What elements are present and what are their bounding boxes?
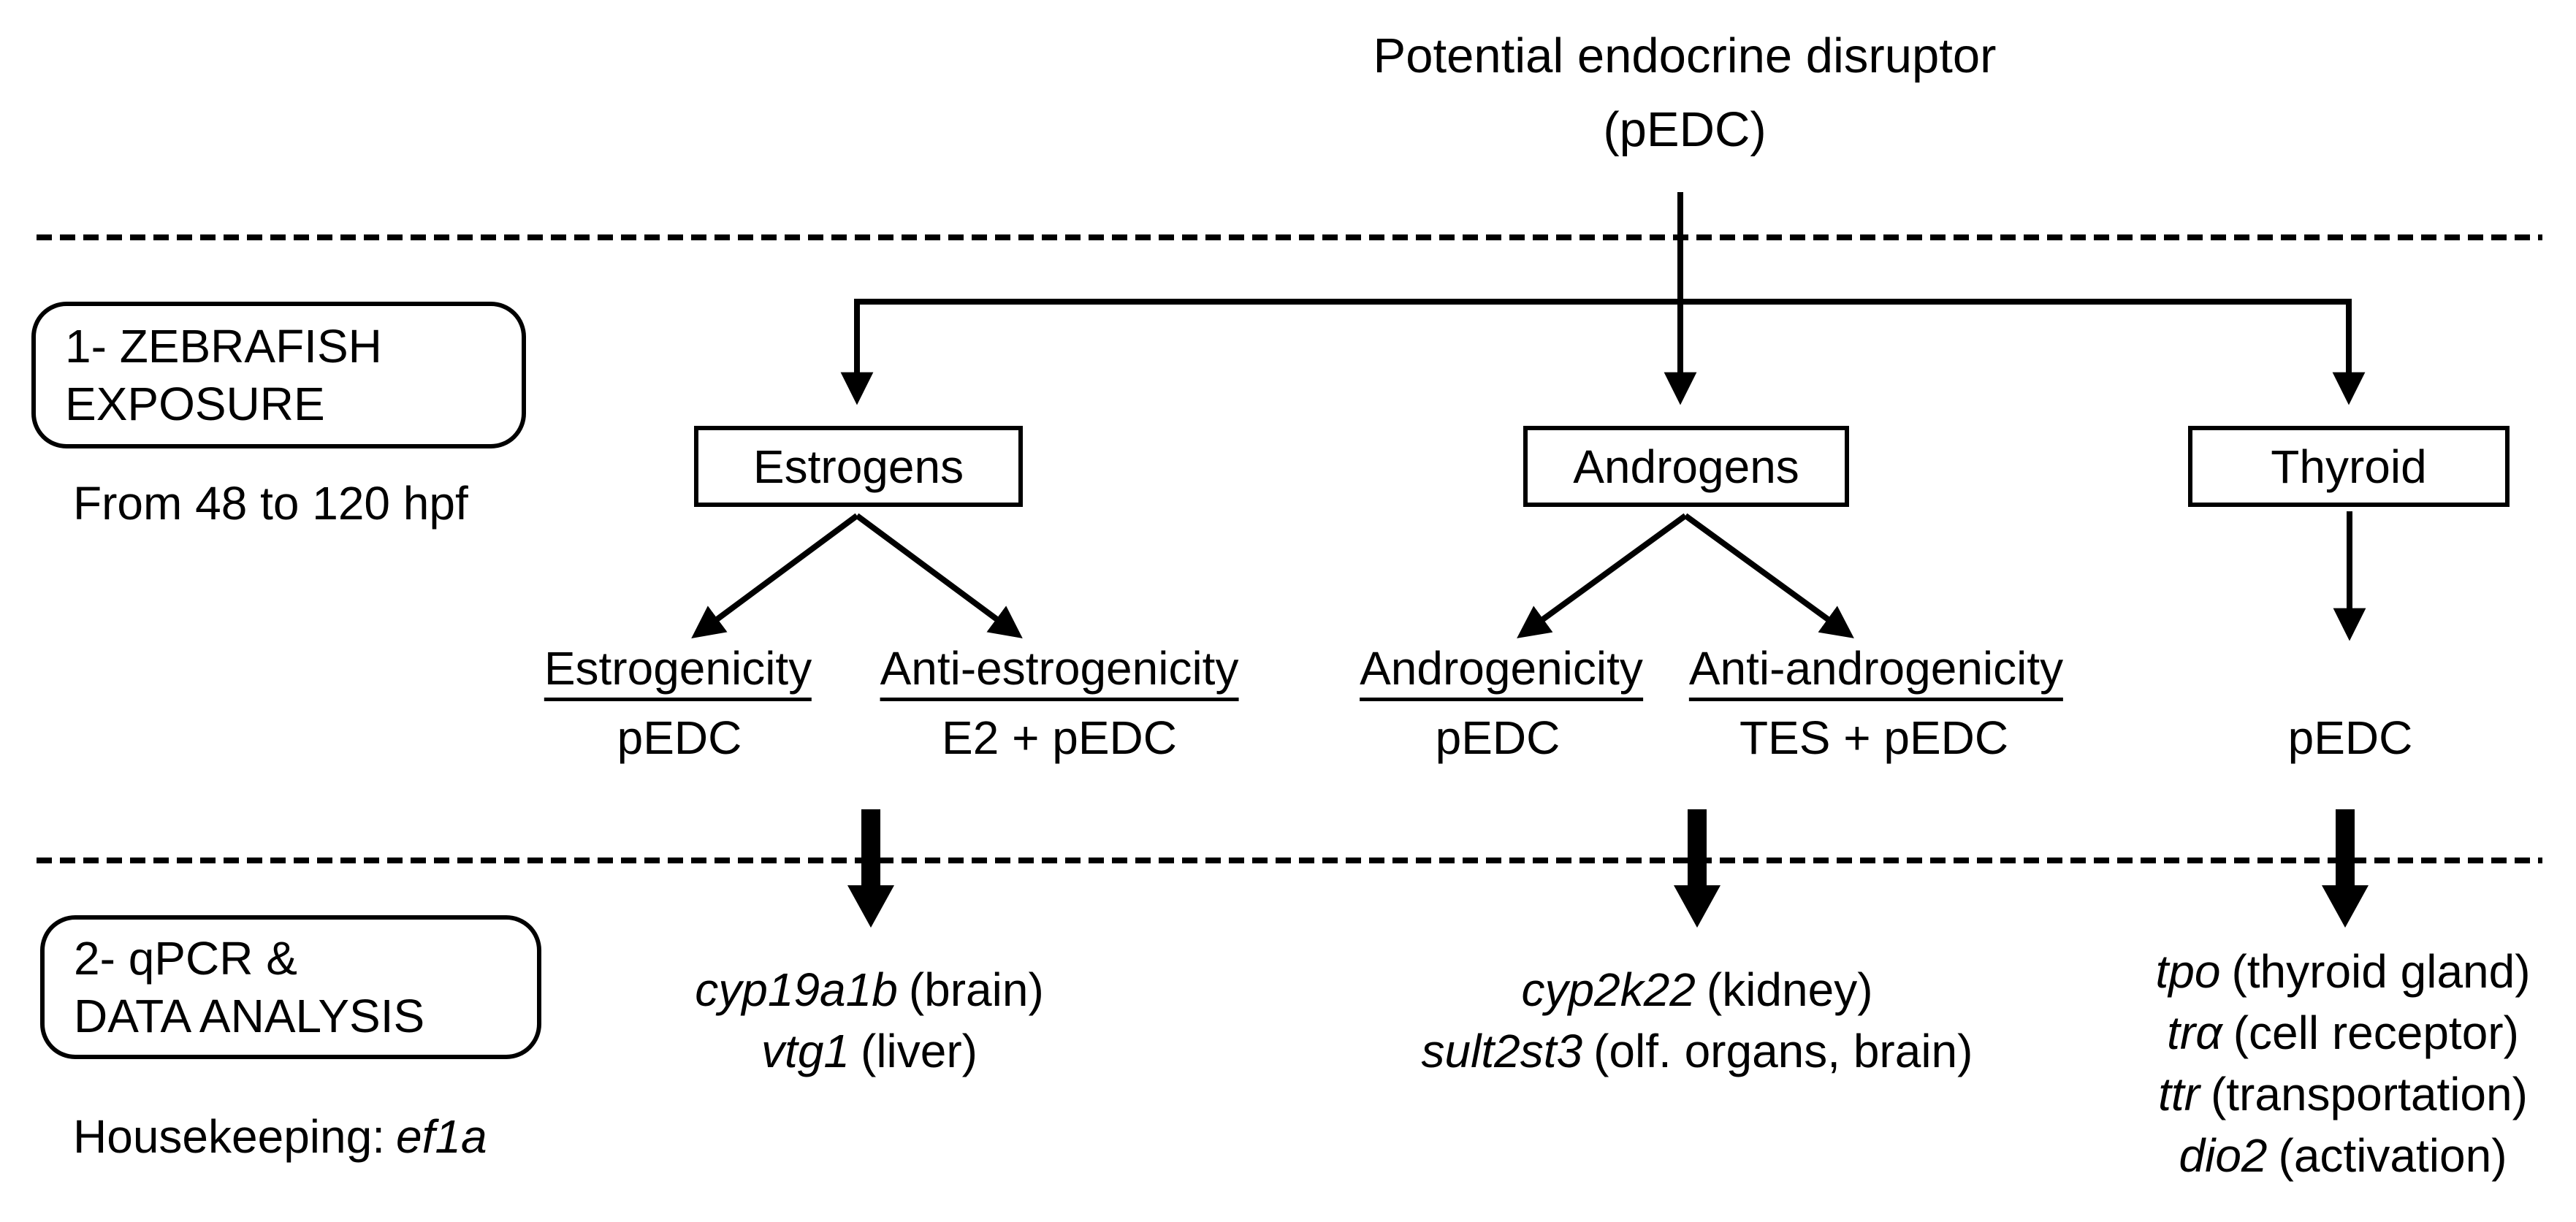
stage1-note: From 48 to 120 hpf [73, 477, 468, 530]
thyroid-thick-down-arrow [2322, 809, 2369, 928]
androgenicity-header: Androgenicity [1360, 641, 1643, 701]
anti-androgenicity-treatment: TES + pEDC [1739, 711, 2009, 764]
stage1-label-line1: 1- ZEBRAFISH [65, 319, 382, 373]
anti-estrogenicity-header: Anti-estrogenicity [880, 641, 1239, 701]
housekeeping-gene: ef1a [395, 1110, 487, 1163]
estrogens-box: Estrogens [694, 426, 1023, 507]
anti-estrogenicity-treatment: E2 + pEDC [942, 711, 1177, 764]
stage2-box: 2- qPCR & DATA ANALYSIS [40, 915, 541, 1059]
stage2-label-line2: DATA ANALYSIS [74, 989, 425, 1042]
androgens-gene-row-2: sult2st3(olf. organs, brain) [1421, 1025, 1973, 1077]
stage2-note: Housekeeping:ef1a [73, 1110, 487, 1164]
diagram-title-line2: (pEDC) [1603, 102, 1767, 157]
thyroid-gene-row-3: ttr(transportation) [2158, 1068, 2528, 1120]
estrogens-gene-row-2: vtg1(liver) [761, 1025, 978, 1077]
housekeeping-prefix: Housekeeping: [73, 1110, 385, 1163]
diagram-title-line1: Potential endocrine disruptor [1373, 28, 1997, 83]
thyroid-gene-row-4: dio2(activation) [2179, 1129, 2507, 1182]
thyroid-box: Thyroid [2188, 426, 2510, 507]
thyroid-gene-row-2: trα(cell receptor) [2167, 1007, 2519, 1059]
estrogenicity-treatment: pEDC [617, 711, 742, 764]
estrogens-thick-down-arrow [847, 809, 894, 928]
androgens-box-label: Androgens [1573, 440, 1799, 493]
diagram-title: Potential endocrine disruptor (pEDC) [1373, 19, 1997, 167]
androgenicity-treatment: pEDC [1435, 711, 1561, 764]
thyroid-treatment: pEDC [2287, 711, 2413, 764]
androgens-gene-row-1: cyp2k22(kidney) [1521, 963, 1873, 1016]
estrogenicity-header: Estrogenicity [544, 641, 812, 701]
estrogens-box-label: Estrogens [752, 440, 964, 493]
androgens-thick-down-arrow [1674, 809, 1720, 928]
anti-androgenicity-header: Anti-androgenicity [1688, 641, 2064, 701]
thyroid-box-label: Thyroid [2271, 440, 2427, 493]
estrogens-to-anti-estrogenicity-arrow [855, 513, 1023, 638]
stage2-label-line1: 2- qPCR & [74, 931, 297, 985]
androgens-box: Androgens [1523, 426, 1849, 507]
stage1-box: 1- ZEBRAFISH EXPOSURE [31, 302, 526, 448]
stage1-label-line2: EXPOSURE [65, 377, 325, 430]
thyroid-gene-row-1: tpo(thyroid gland) [2155, 945, 2531, 998]
estrogens-gene-row-1: cyp19a1b(brain) [695, 963, 1044, 1016]
androgens-to-anti-androgenicity-arrow [1683, 513, 1854, 638]
estrogens-to-estrogenicity-arrow [691, 513, 859, 638]
androgens-to-androgenicity-arrow [1517, 513, 1688, 638]
